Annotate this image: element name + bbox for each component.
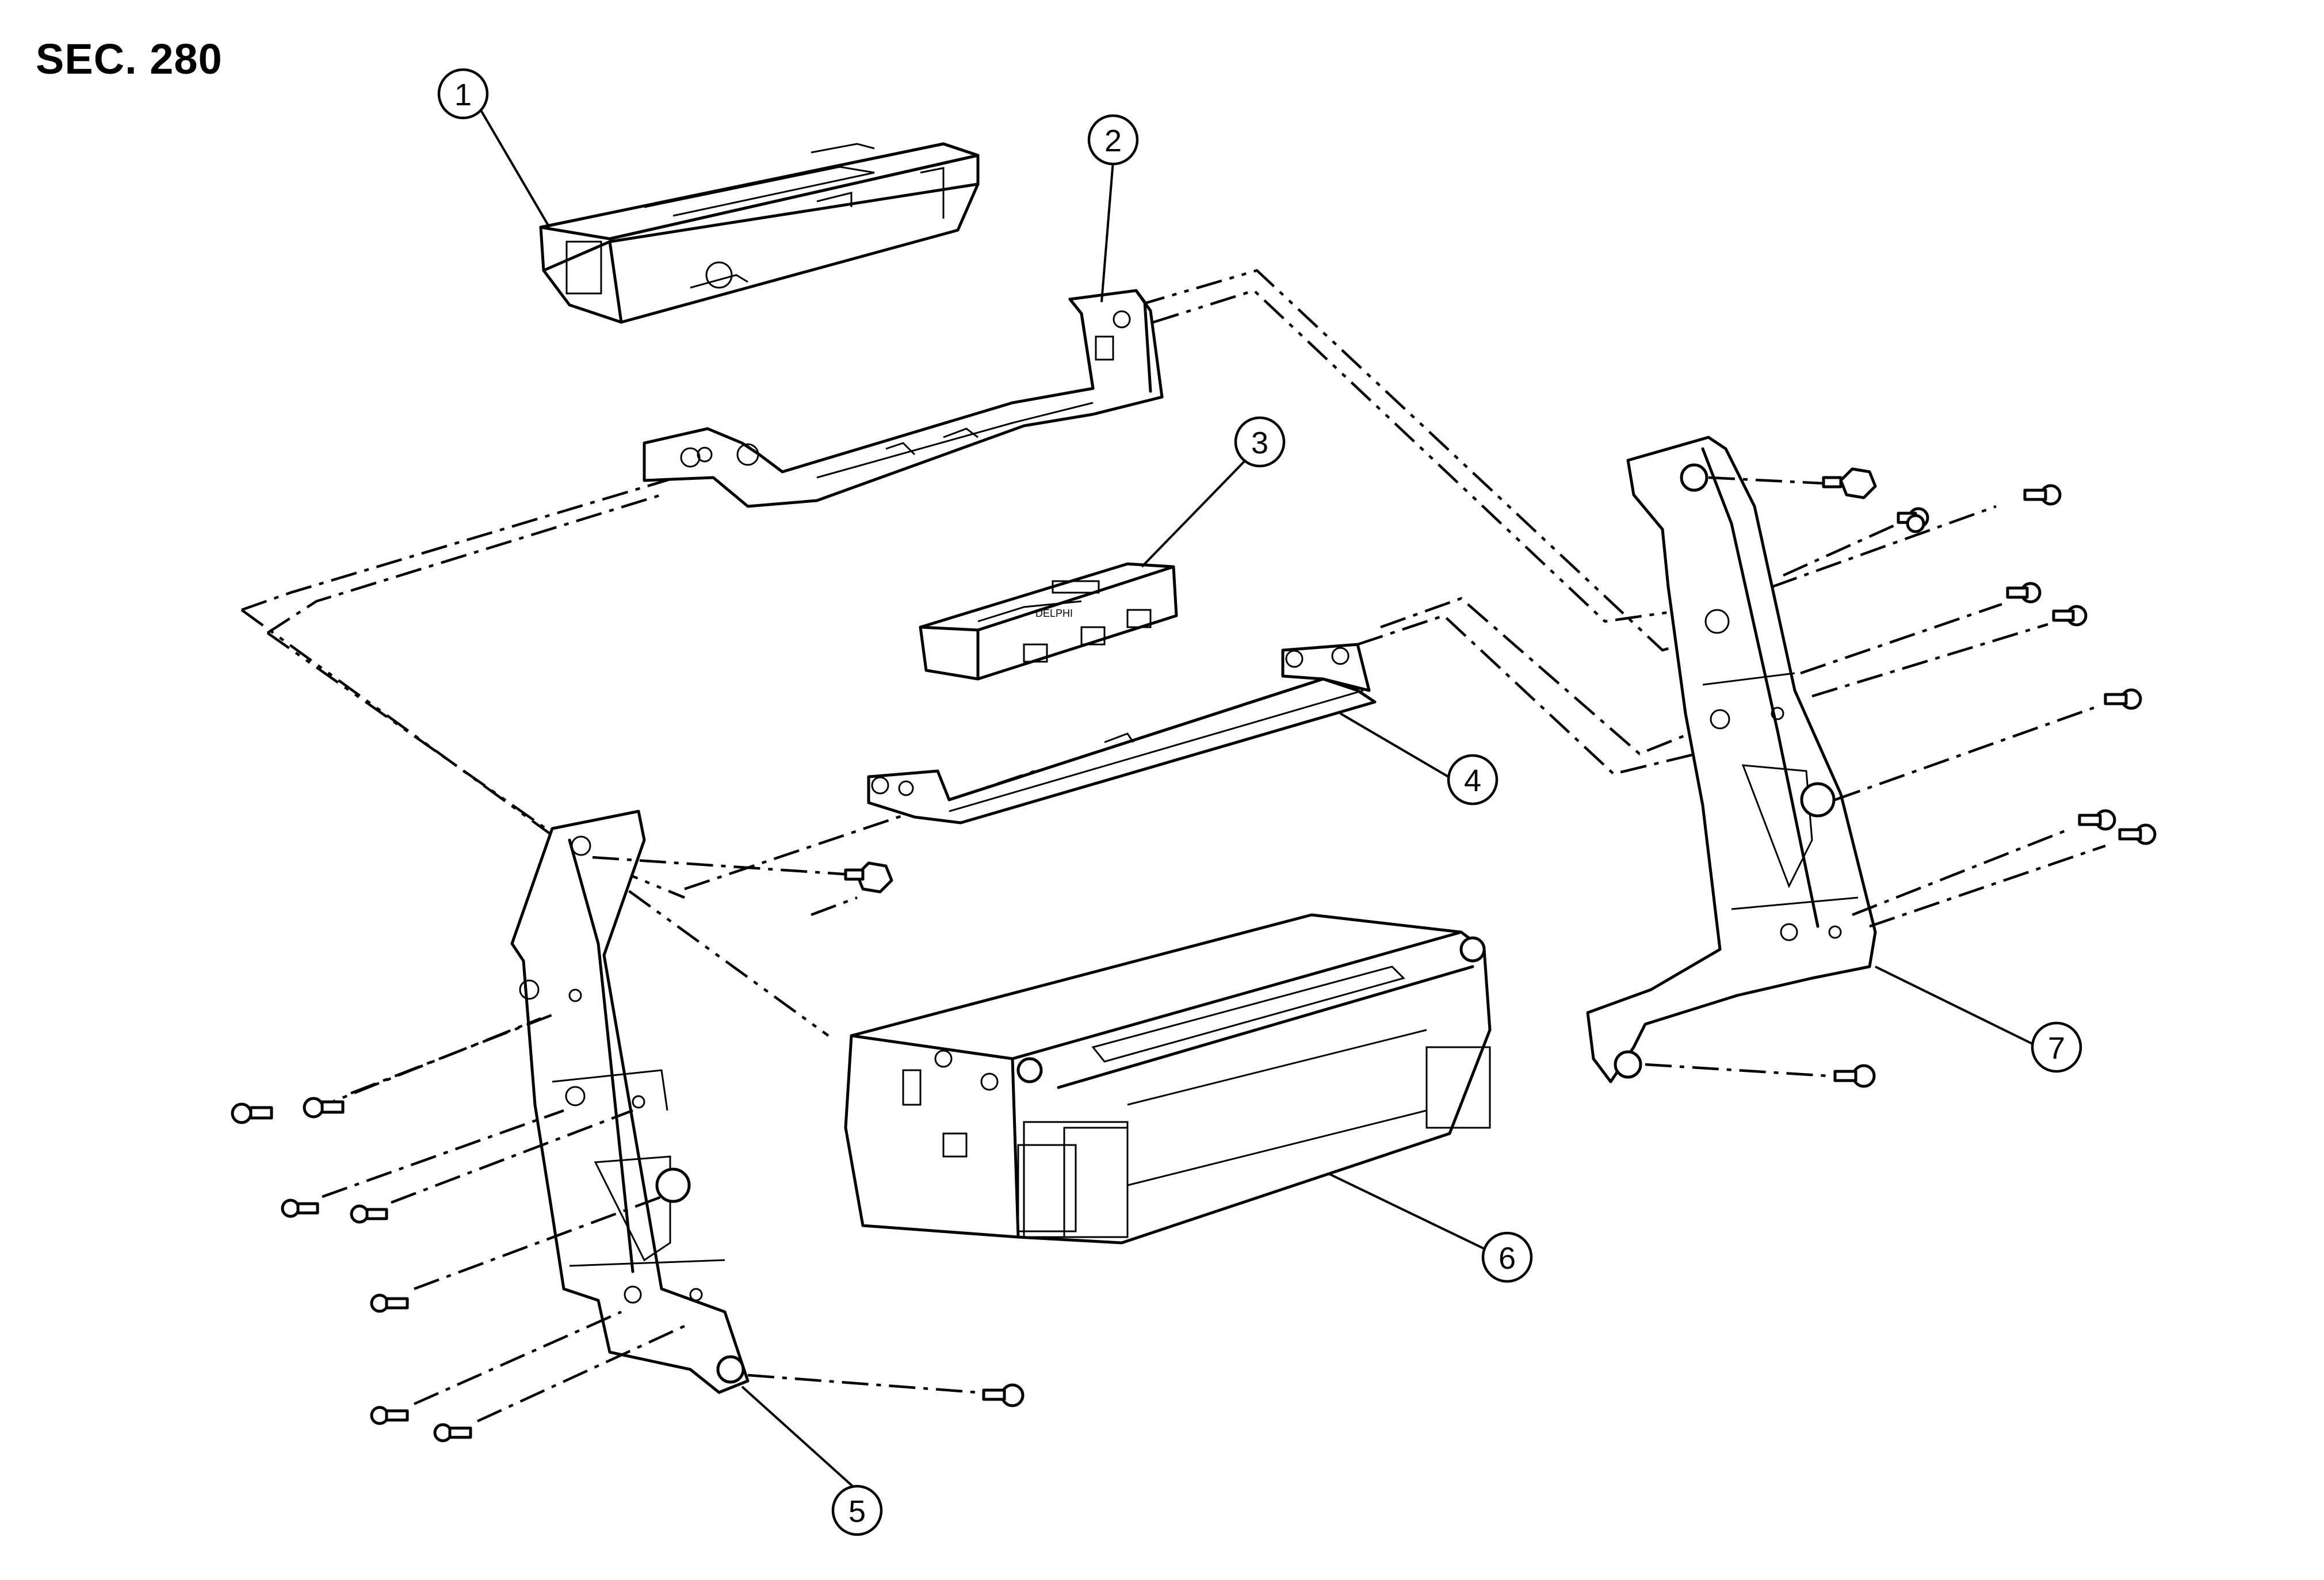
callout-1: 1: [437, 68, 489, 120]
screw-right-3: [1800, 582, 2042, 675]
callout-4-number: 4: [1464, 764, 1481, 798]
screw-bottom-5: [747, 1373, 1025, 1407]
part-7-right-bracket: [1586, 436, 1877, 1083]
part-4-rail-bracket: [867, 643, 1377, 825]
nut-left: [592, 856, 893, 894]
screw-left-2: [303, 1011, 559, 1119]
screw-left-1: [231, 1017, 541, 1124]
part-5-left-bracket: [510, 810, 750, 1394]
callout-5: 5: [831, 1484, 883, 1536]
callout-6: 6: [1481, 1231, 1533, 1283]
screw-right-6: [1852, 809, 2116, 917]
part-1-control-unit: [539, 142, 980, 324]
screw-right-1: [1771, 484, 2062, 589]
screw-left-5: [370, 1195, 662, 1313]
callout-3: 3: [1234, 416, 1286, 468]
screw-right-4: [1811, 605, 2088, 698]
part-2-upper-bracket: [643, 289, 1164, 508]
callout-4: 4: [1447, 754, 1499, 806]
alignment-lines: [240, 269, 1709, 1037]
nut-right: [1708, 467, 1877, 499]
callout-7-number: 7: [2048, 1031, 2065, 1066]
screw-right-5: [1834, 688, 2142, 802]
screw-right-7: [1869, 823, 2157, 928]
screw-left-4: [350, 1109, 633, 1224]
leader-lines: [479, 108, 2040, 1491]
screw-bottom-7: [1645, 1063, 1876, 1088]
screw-left-6: [370, 1310, 622, 1425]
callout-5-number: 5: [848, 1494, 866, 1529]
screw-left-3: [281, 1109, 564, 1218]
screw-right-2: [1783, 507, 1929, 577]
connector-grid: [1017, 1046, 1491, 1238]
callout-7: 7: [2031, 1021, 2082, 1073]
part-3-module: DELPHI: [919, 562, 1178, 681]
callout-1-number: 1: [454, 78, 472, 112]
callout-2-number: 2: [1104, 124, 1122, 158]
module-logo: DELPHI: [1035, 608, 1073, 619]
section-label: SEC. 280: [36, 35, 223, 83]
callout-2: 2: [1087, 114, 1139, 166]
part-6-head-unit: [844, 913, 1492, 1245]
nut-small-right: [1906, 514, 1925, 533]
screw-left-7: [433, 1322, 691, 1442]
callout-6-number: 6: [1499, 1241, 1516, 1276]
fasteners: [231, 467, 2157, 1442]
callout-3-number: 3: [1251, 426, 1268, 460]
